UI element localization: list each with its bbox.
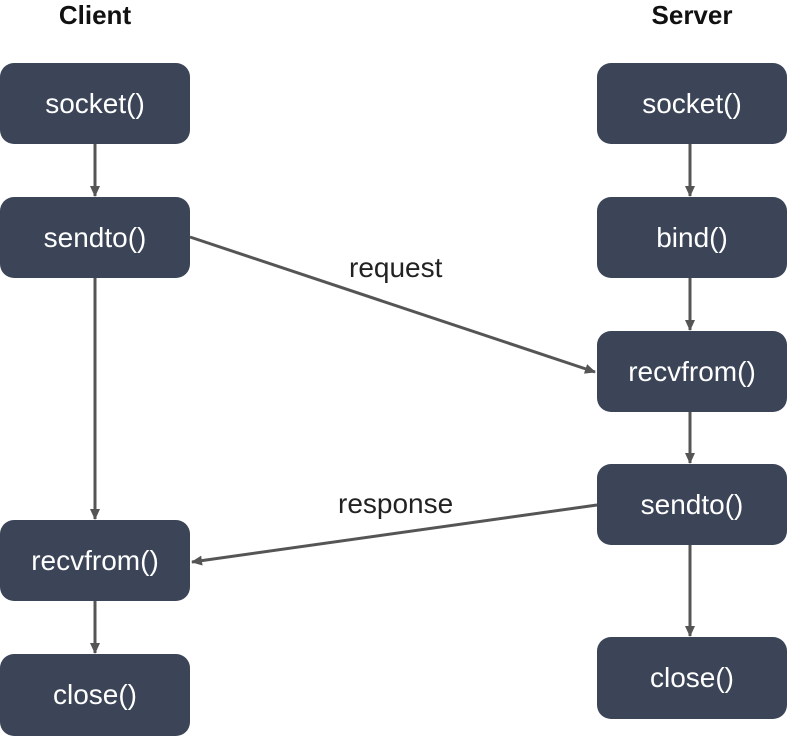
client-close-node: close() <box>0 654 190 736</box>
client-recvfrom-node: recvfrom() <box>0 520 190 601</box>
server-sendto-node: sendto() <box>597 464 787 545</box>
arrow-response <box>191 503 598 566</box>
server-bind-node: bind() <box>597 197 787 278</box>
server-close-node: close() <box>597 637 787 719</box>
client-socket-label: socket() <box>45 87 145 119</box>
client-sendto-label: sendto() <box>43 221 147 253</box>
client-socket-node: socket() <box>0 63 190 144</box>
server-socket-node: socket() <box>597 63 787 144</box>
server-close-label: close() <box>649 662 734 693</box>
client-recvfrom-label: recvfrom() <box>31 544 159 576</box>
request-label: request <box>349 252 443 283</box>
server-socket-label: socket() <box>642 87 742 119</box>
server-recvfrom-label: recvfrom() <box>628 355 756 387</box>
client-sendto-node: sendto() <box>0 197 190 278</box>
server-recvfrom-node: recvfrom() <box>597 331 787 412</box>
client-title: Client <box>58 0 132 30</box>
server-title: Server <box>651 0 733 30</box>
response-label: response <box>338 488 454 519</box>
client-close-label: close() <box>52 679 137 710</box>
arrow-request <box>189 235 596 374</box>
server-bind-label: bind() <box>656 221 728 253</box>
server-sendto-label: sendto() <box>640 488 744 520</box>
